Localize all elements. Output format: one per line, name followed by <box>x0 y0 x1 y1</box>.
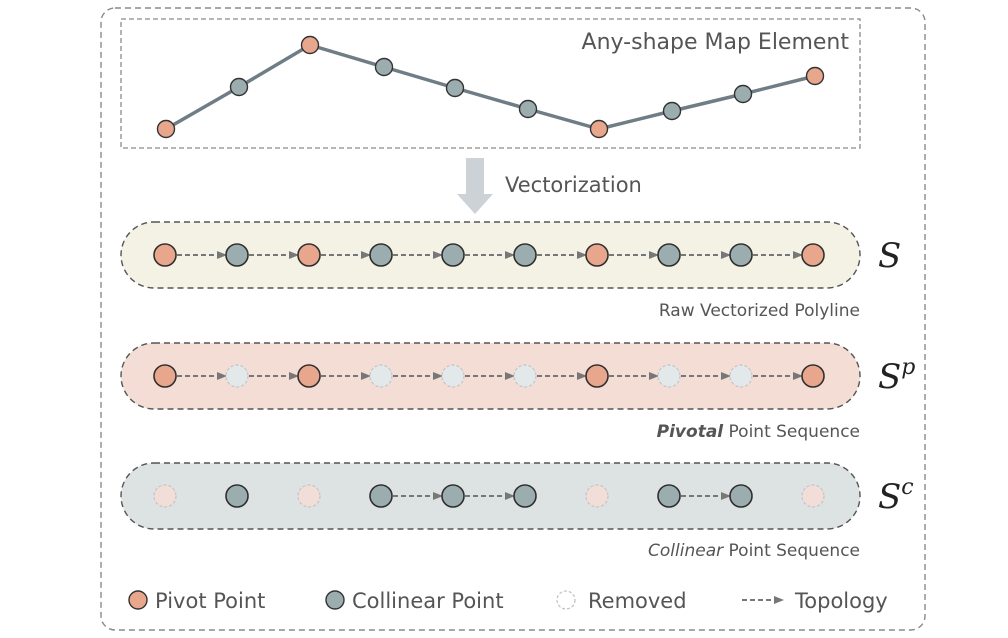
polyline-point-pivot <box>300 35 320 55</box>
map-element-title: Any-shape Map Element <box>582 30 850 55</box>
sequence-point-collinear <box>729 484 753 508</box>
legend-item-pivot: Pivot Point <box>128 589 265 613</box>
legend: Pivot Point Collinear Point Removed Topolog… <box>128 589 888 613</box>
polyline-point-collinear <box>374 57 394 77</box>
map-element-box <box>120 18 861 149</box>
sequence-caption-text: Point Sequence <box>723 541 860 561</box>
legend-label: Topology <box>794 589 888 613</box>
sequence-point-pivot <box>585 364 609 388</box>
sequence-point-collinear <box>225 484 249 508</box>
sequence-point-collinear <box>369 484 393 508</box>
sequence-point-pivot <box>297 364 321 388</box>
polyline-point-collinear <box>518 99 538 119</box>
legend-item-removed: Removed <box>556 589 687 613</box>
sequence-caption-text: Raw Vectorized Polyline <box>659 301 860 321</box>
polyline-point-pivot <box>589 119 609 139</box>
sequence-point-pivot <box>801 364 825 388</box>
pivot-point-icon <box>128 590 148 610</box>
sequence-point-collinear <box>225 243 249 267</box>
sequence-point-pivot <box>801 243 825 267</box>
sequence-point-removed-collinear <box>441 364 465 388</box>
legend-label: Collinear Point <box>352 589 504 613</box>
collinear-point-icon <box>325 590 345 610</box>
vectorization-label: Vectorization <box>505 173 642 197</box>
sequence-point-collinear <box>513 243 537 267</box>
legend-item-collinear: Collinear Point <box>325 589 504 613</box>
sequence-point-pivot <box>153 364 177 388</box>
sequence-point-collinear <box>729 243 753 267</box>
sequence-point-pivot <box>585 243 609 267</box>
sequence-caption: Pivotal Point Sequence <box>657 422 860 442</box>
sequence-symbol: Sc <box>878 475 914 517</box>
polyline-point-collinear <box>733 84 753 104</box>
sequence-point-removed-pivot <box>585 484 609 508</box>
sequence-point-removed-pivot <box>801 484 825 508</box>
sequence-point-collinear <box>441 484 465 508</box>
sequence-point-collinear <box>369 243 393 267</box>
polyline-path <box>165 43 816 131</box>
sequence-symbol-letter: S <box>878 357 901 397</box>
sequence-caption: Raw Vectorized Polyline <box>659 301 860 321</box>
polyline-point-collinear <box>662 101 682 121</box>
sequence-symbol: Sp <box>878 355 915 397</box>
sequence-point-removed-pivot <box>153 484 177 508</box>
sequence-caption-text: Point Sequence <box>723 422 860 442</box>
removed-point-icon <box>556 590 576 610</box>
polyline-point-collinear <box>229 77 249 97</box>
sequence-point-collinear <box>513 484 537 508</box>
sequence-point-removed-pivot <box>297 484 321 508</box>
sequence-point-collinear <box>657 243 681 267</box>
sequence-symbol-letter: S <box>878 477 901 517</box>
outer-frame <box>100 7 926 631</box>
legend-label: Removed <box>588 589 687 613</box>
sequence-point-removed-collinear <box>225 364 249 388</box>
sequence-symbol-superscript: c <box>901 475 913 500</box>
sequence-caption-emphasis: Collinear <box>648 541 724 561</box>
sequence-point-pivot <box>153 243 177 267</box>
sequence-symbol: S <box>878 236 901 276</box>
polyline-point-collinear <box>445 78 465 98</box>
vectorization-arrow-icon <box>457 158 493 214</box>
sequence-point-removed-collinear <box>369 364 393 388</box>
sequence-point-collinear <box>441 243 465 267</box>
sequence-caption-emphasis: Pivotal <box>657 422 725 442</box>
sequence-point-removed-collinear <box>657 364 681 388</box>
legend-label: Pivot Point <box>155 589 265 613</box>
legend-item-topology: Topology <box>742 589 888 613</box>
sequence-symbol-letter: S <box>878 236 901 276</box>
polyline-point-pivot <box>805 66 825 86</box>
polyline-point-pivot <box>156 119 176 139</box>
sequence-caption: Collinear Point Sequence <box>648 541 860 561</box>
polyline <box>156 35 825 139</box>
sequence-row-1: S Raw Vectorized Polyline <box>120 221 901 321</box>
sequence-symbol-superscript: p <box>901 355 915 380</box>
sequence-point-removed-collinear <box>513 364 537 388</box>
sequence-point-removed-collinear <box>729 364 753 388</box>
sequence-point-collinear <box>657 484 681 508</box>
sequence-point-pivot <box>297 243 321 267</box>
